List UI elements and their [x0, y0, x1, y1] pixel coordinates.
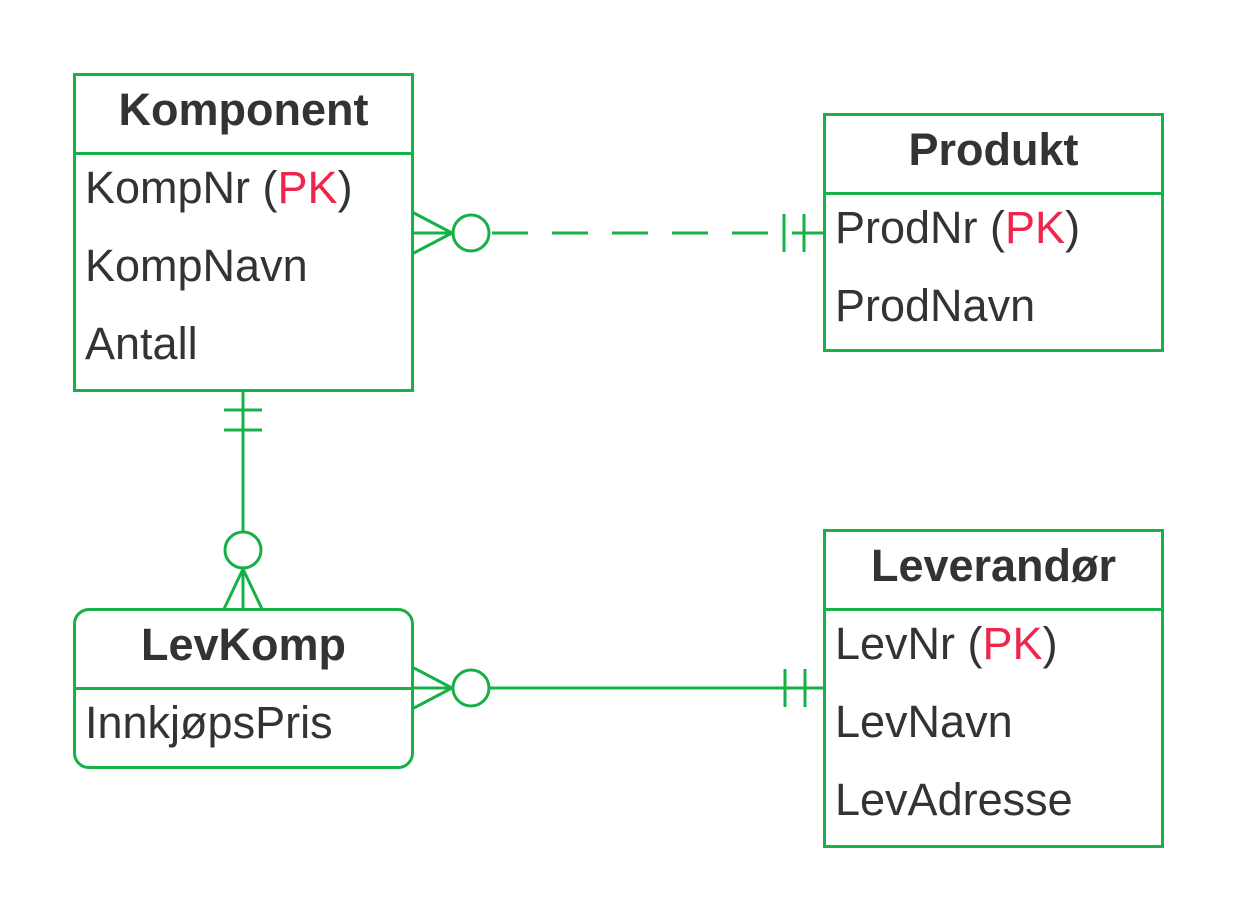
crowfoot-one-only-produkt — [782, 214, 806, 252]
attribute-name: KompNr — [85, 162, 251, 213]
entity-komponent: Komponent KompNr (PK) KompNavn Antall — [73, 73, 414, 392]
attribute-paren-open: ( — [955, 618, 983, 669]
attribute-kompnavn: KompNavn — [85, 240, 308, 291]
entity-title: Produkt — [826, 116, 1161, 195]
crowfoot-zero-many-levkomp-leverandor — [411, 665, 491, 711]
crowfoot-zero-many-levkomp — [222, 530, 264, 610]
entity-leverandor: Leverandør LevNr (PK) LevNavn LevAdresse — [823, 529, 1164, 848]
pk-label: PK — [982, 618, 1043, 669]
attribute-name: LevNr — [835, 618, 956, 669]
attribute-levnavn: LevNavn — [835, 696, 1013, 747]
attribute-levadresse: LevAdresse — [835, 774, 1073, 825]
pk-label: PK — [277, 162, 338, 213]
attribute-prodnr: ProdNr (PK) — [826, 195, 1161, 273]
pk-label: PK — [1005, 202, 1066, 253]
attribute-kompnr: KompNr (PK) — [76, 155, 411, 233]
attribute-name: ProdNr — [835, 202, 978, 253]
entity-produkt: Produkt ProdNr (PK) ProdNavn — [823, 113, 1164, 352]
crowfoot-one-only-leverandor — [783, 669, 807, 707]
attribute-paren-close: ) — [337, 162, 353, 213]
entity-title: Komponent — [76, 76, 411, 155]
entity-title: LevKomp — [76, 611, 411, 690]
attribute-paren-close: ) — [1065, 202, 1081, 253]
crowfoot-one-only-komponent — [224, 408, 262, 432]
entity-title: Leverandør — [826, 532, 1161, 611]
attribute-paren-open: ( — [977, 202, 1006, 253]
crowfoot-zero-many-komponent-produkt — [411, 210, 491, 256]
attribute-innkjopspris: InnkjøpsPris — [85, 697, 333, 748]
attribute-paren-open: ( — [250, 162, 278, 213]
attribute-levnr: LevNr (PK) — [826, 611, 1161, 689]
attribute-prodnavn: ProdNavn — [835, 280, 1036, 331]
entity-levkomp: LevKomp InnkjøpsPris — [73, 608, 414, 769]
attribute-antall: Antall — [85, 318, 198, 369]
attribute-paren-close: ) — [1042, 618, 1058, 669]
